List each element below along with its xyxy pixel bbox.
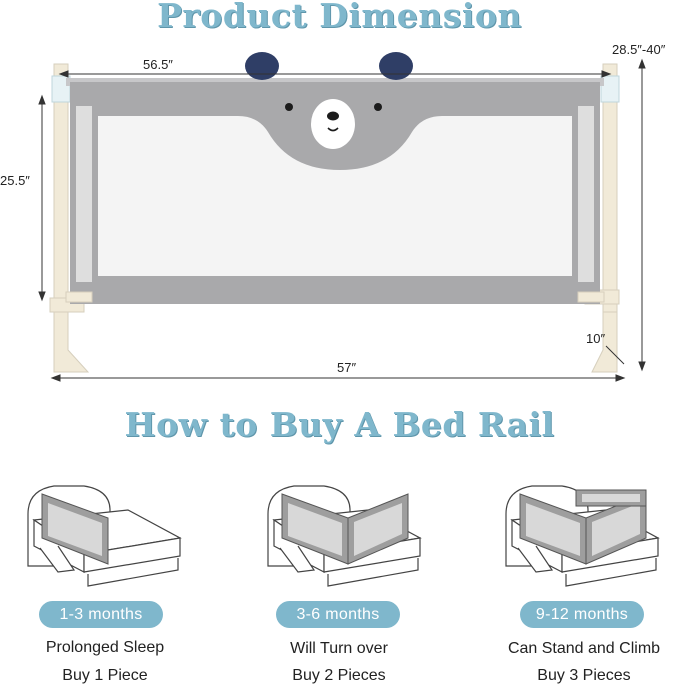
foot-depth-label: 10″ xyxy=(586,331,606,346)
age-pill-1: 1-3 months xyxy=(39,601,163,628)
bed-three-rails-illustration xyxy=(505,485,660,587)
buy-caption-3: Buy 3 Pieces xyxy=(537,667,631,684)
buy-caption-2: Buy 2 Pieces xyxy=(292,667,386,684)
bottom-width-label: 57″ xyxy=(337,360,357,375)
how-to-buy-title: How to Buy A Bed Rail xyxy=(124,405,555,444)
height-label: 25.5″ xyxy=(0,173,30,188)
age-pill-2: 3-6 months xyxy=(276,601,400,628)
adjustable-height-label: 28.5″-40″ xyxy=(612,42,666,57)
age-pill-3: 9-12 months xyxy=(520,601,644,628)
top-width-label: 56.5″ xyxy=(143,57,173,72)
right-post xyxy=(584,63,620,373)
bed-two-rails-illustration xyxy=(267,485,422,587)
stage-caption-1: Prolonged Sleep xyxy=(45,639,165,656)
left-ear-icon xyxy=(245,52,279,80)
left-post xyxy=(49,63,90,373)
stage-caption-2: Will Turn over xyxy=(290,640,388,657)
buy-caption-1: Buy 1 Piece xyxy=(62,667,148,684)
bear-face-icon xyxy=(285,99,382,149)
right-ear-icon xyxy=(379,52,413,80)
bed-rail-product-diagram xyxy=(38,52,646,382)
product-dimension-title: Product Dimension xyxy=(157,0,522,35)
dimension-lines xyxy=(38,58,646,382)
bed-one-rail-illustration xyxy=(27,485,182,587)
stage-caption-3: Can Stand and Climb xyxy=(507,640,661,657)
